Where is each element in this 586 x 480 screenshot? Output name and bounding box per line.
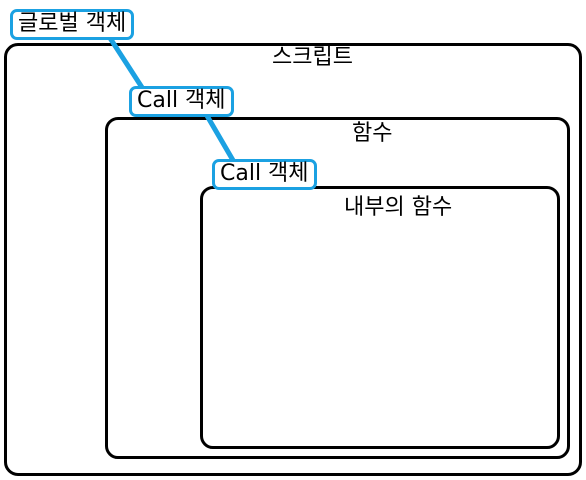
inner-function-scope-label: 내부의 함수 [344, 195, 453, 220]
function-scope-label: 함수 [352, 121, 393, 146]
inner-function-scope-box [200, 186, 560, 449]
global-object-tag: 글로벌 객체 [10, 9, 135, 40]
inner-call-object-tag: Call 객체 [212, 159, 317, 190]
outer-call-object-tag: Call 객체 [129, 86, 234, 117]
script-scope-label: 스크립트 [272, 45, 353, 70]
